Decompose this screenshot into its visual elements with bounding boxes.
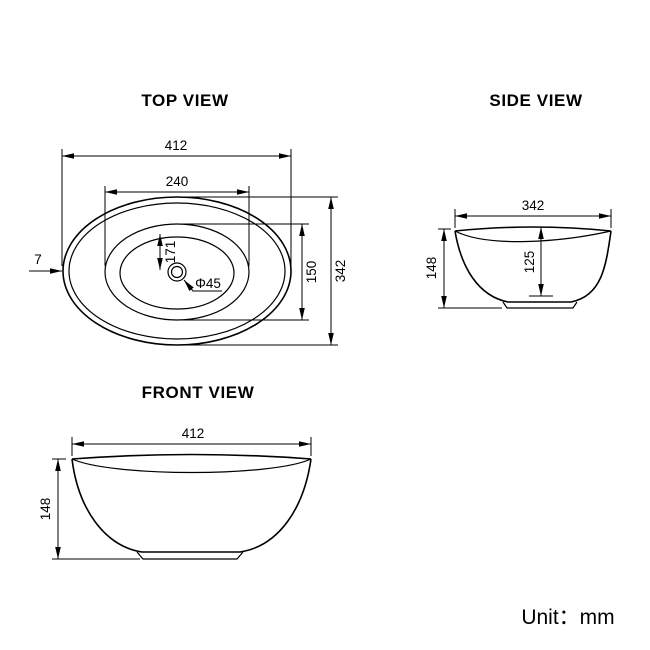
dim-label-front-height: 148 <box>38 498 53 521</box>
front-view-rim-top-edge <box>71 453 312 460</box>
top-view-drain-inner-circle <box>170 265 184 279</box>
front-view-rim-back-edge <box>71 458 312 474</box>
side-view-dim-width: 342 <box>454 198 612 228</box>
top-view-inner-rim-ellipse <box>68 202 286 340</box>
side-view-dim-inner-depth: 125 <box>522 227 553 297</box>
top-view-dim-overall-width: 412 <box>61 138 292 266</box>
dim-label-front-width: 412 <box>182 426 205 441</box>
dim-label-basin-length: 150 <box>304 261 319 284</box>
side-view-rim-back-edge <box>454 230 612 243</box>
top-view-title: TOP VIEW <box>141 91 229 110</box>
side-view-foot <box>502 301 578 309</box>
top-view-dim-inner-width: 240 <box>104 174 250 266</box>
top-view-dim-rim-thickness: 7 <box>29 252 62 274</box>
dim-label-drain-diameter: Φ45 <box>195 276 221 291</box>
dim-label-rim-thickness: 7 <box>34 252 42 267</box>
dim-label-overall-length: 342 <box>333 260 348 283</box>
front-view-dim-height: 148 <box>38 458 140 560</box>
leader-line <box>183 279 222 292</box>
top-view-dim-overall-length: 342 <box>185 196 348 346</box>
front-view-title: FRONT VIEW <box>142 383 255 402</box>
top-view: TOP VIEW 412 240 171 <box>29 91 348 346</box>
unit-label: Unit：mm <box>521 606 614 629</box>
front-view-dim-width: 412 <box>71 426 312 456</box>
dim-label-inner-depth: 125 <box>522 251 537 274</box>
top-view-drawing <box>62 196 292 346</box>
top-view-basin-bottom-ellipse <box>119 236 235 310</box>
side-view-title: SIDE VIEW <box>489 91 583 110</box>
front-view-drawing <box>71 453 312 560</box>
front-view: FRONT VIEW 412 148 <box>38 383 312 560</box>
side-view-body <box>454 230 612 303</box>
top-view-outer-rim-ellipse <box>62 196 292 346</box>
side-view-drawing <box>454 226 612 309</box>
dim-label-center-depth: 171 <box>163 241 178 264</box>
top-view-drain-outer-circle <box>167 262 187 282</box>
dim-label-side-width: 342 <box>522 198 545 213</box>
top-view-dim-center-depth: 171 <box>157 234 178 270</box>
dim-label-inner-width: 240 <box>166 174 189 189</box>
top-view-dim-basin-length: 150 <box>181 223 319 321</box>
dim-label-side-height: 148 <box>424 257 439 280</box>
front-view-foot <box>136 551 244 560</box>
dim-label-overall-width: 412 <box>165 138 188 153</box>
side-view-rim-top-edge <box>454 226 612 232</box>
top-view-dim-drain-diameter: Φ45 <box>183 276 222 292</box>
top-view-basin-edge-ellipse <box>104 223 250 321</box>
side-view: SIDE VIEW 342 148 125 <box>424 91 612 309</box>
front-view-body <box>71 458 312 553</box>
side-view-dim-height: 148 <box>424 228 502 309</box>
